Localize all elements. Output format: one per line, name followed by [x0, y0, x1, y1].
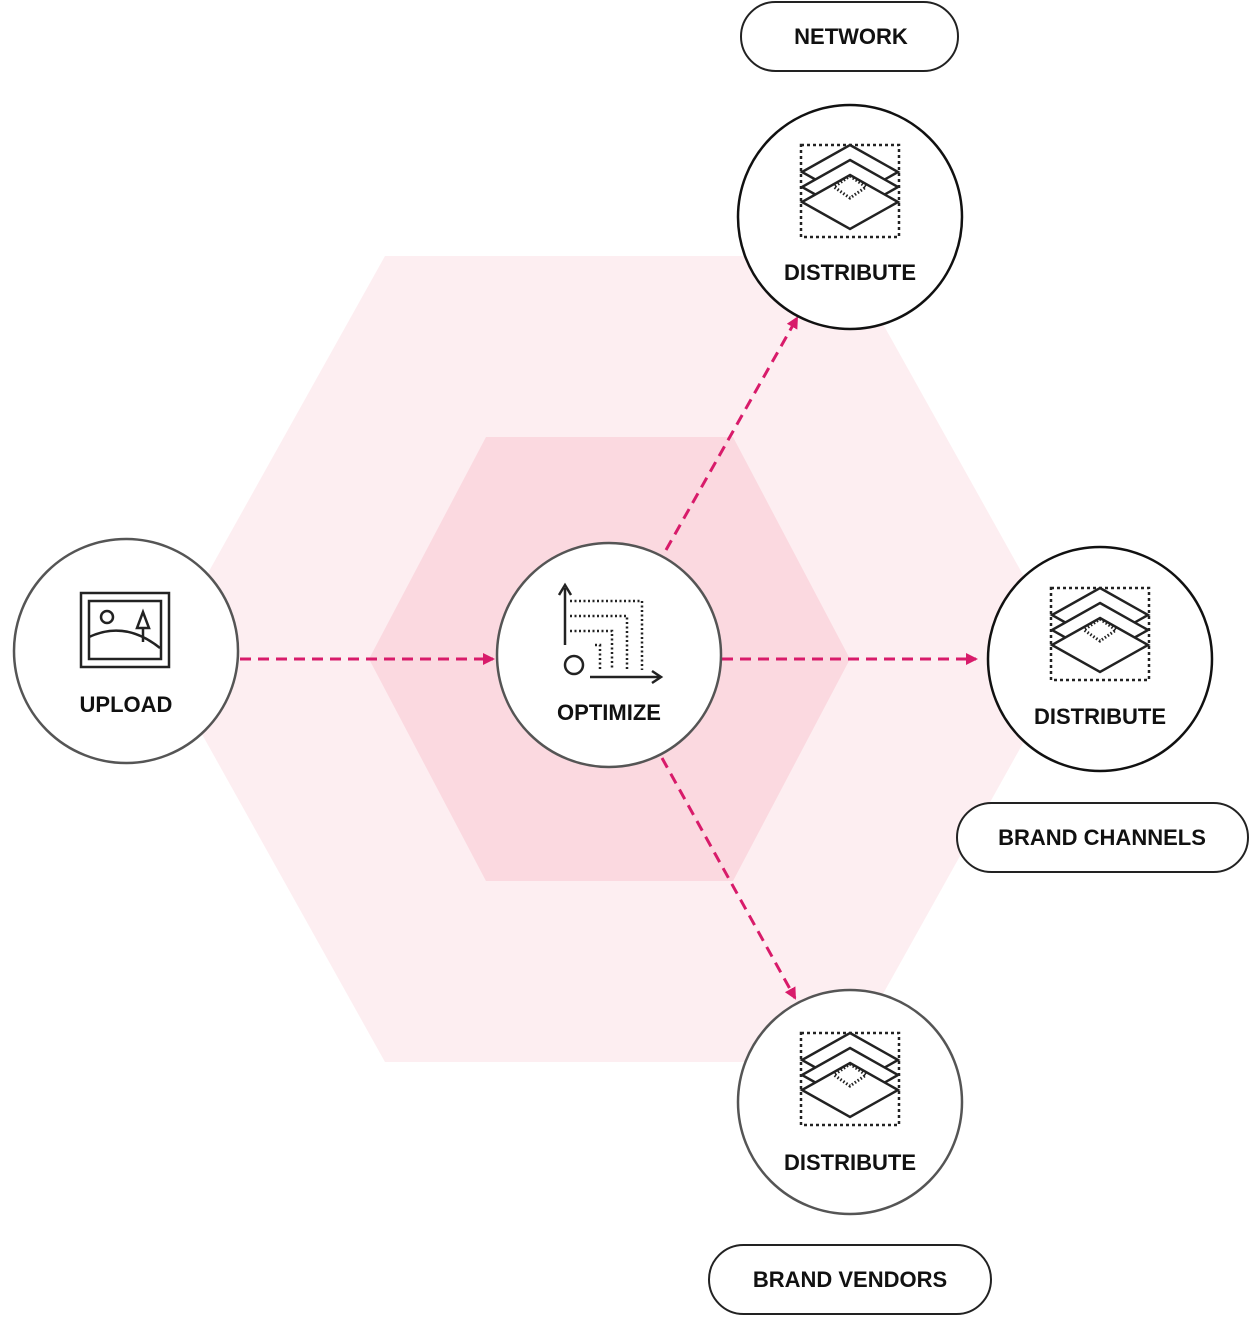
distribute-vendors-label: DISTRIBUTE: [784, 1150, 916, 1175]
distribute-node-network[interactable]: DISTRIBUTE: [736, 103, 964, 331]
arrow-optimize-to-network: [664, 316, 799, 551]
connectors: [240, 316, 978, 1000]
arrow-optimize-to-brand-vendors: [660, 757, 797, 1000]
optimize-node[interactable]: OPTIMIZE: [495, 541, 723, 769]
distribute-node-brand-vendors[interactable]: DISTRIBUTE: [736, 988, 964, 1216]
brand-channels-pill[interactable]: BRAND CHANNELS: [956, 802, 1249, 873]
upload-label: UPLOAD: [80, 692, 173, 717]
network-pill[interactable]: NETWORK: [740, 1, 959, 72]
layers-icon: [799, 143, 901, 239]
distribute-channels-label: DISTRIBUTE: [1034, 704, 1166, 729]
layers-icon: [1049, 586, 1151, 682]
brand-vendors-pill[interactable]: BRAND VENDORS: [708, 1244, 992, 1315]
optimize-path-icon: [557, 582, 664, 685]
optimize-label: OPTIMIZE: [557, 700, 661, 725]
network-pill-label: NETWORK: [794, 24, 908, 49]
image-icon: [79, 591, 171, 669]
distribute-node-brand-channels[interactable]: DISTRIBUTE: [986, 545, 1214, 773]
brand-channels-pill-label: BRAND CHANNELS: [998, 825, 1206, 850]
layers-icon: [799, 1031, 901, 1127]
brand-vendors-pill-label: BRAND VENDORS: [753, 1267, 947, 1292]
upload-node[interactable]: UPLOAD: [12, 537, 240, 765]
distribute-network-label: DISTRIBUTE: [784, 260, 916, 285]
